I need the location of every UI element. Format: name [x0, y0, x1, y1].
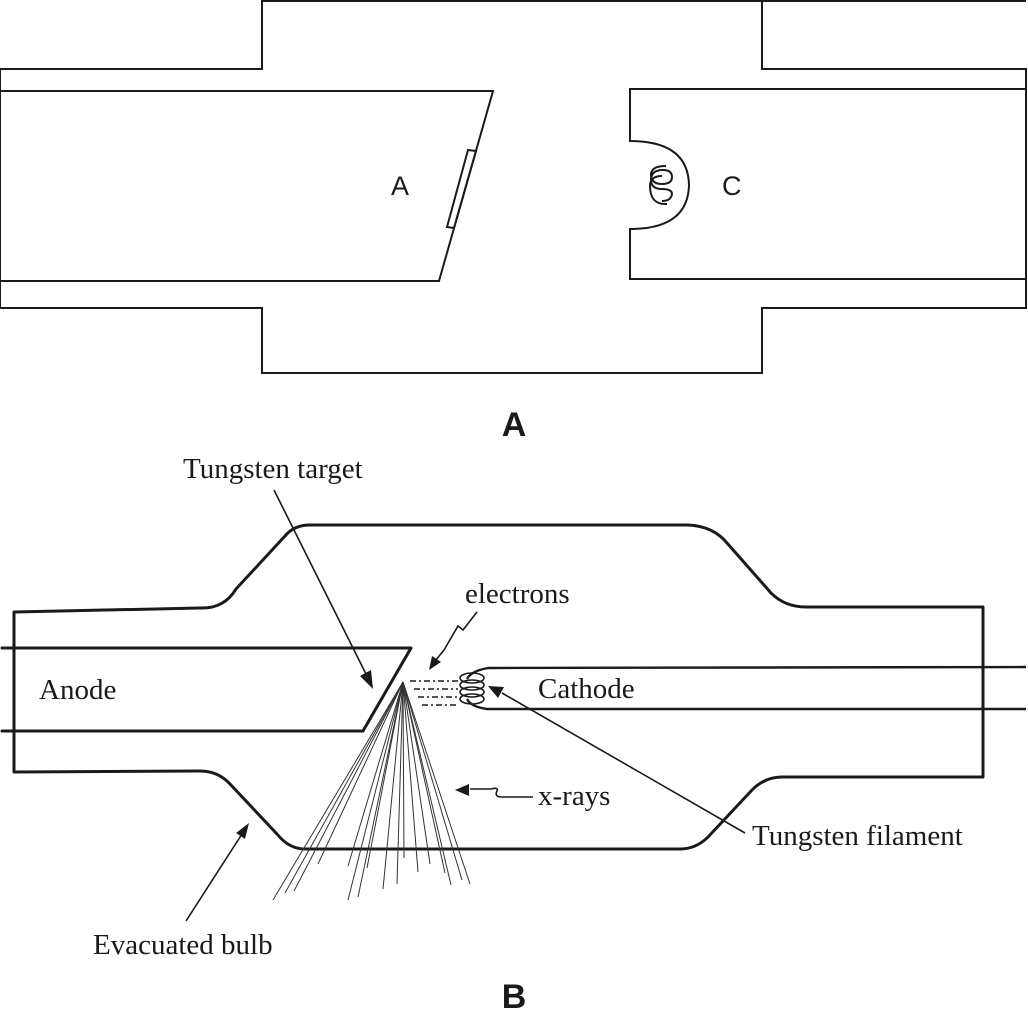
- evacuated-bulb-leader: [185, 823, 249, 922]
- x-ray-line: [347, 681, 404, 901]
- panel-a-anode-label: A: [391, 171, 409, 201]
- x-ray-line: [272, 681, 404, 901]
- x-ray-line: [402, 681, 463, 881]
- evacuated-bulb-label: Evacuated bulb: [93, 929, 273, 961]
- panel-a-anode-block: [0, 90, 495, 282]
- anode-label: Anode: [39, 674, 116, 706]
- electron-beam: [410, 680, 458, 706]
- panel-a-cathode-label: C: [722, 171, 742, 201]
- panel-a-cathode-block: [629, 88, 1026, 280]
- x-ray-line: [402, 681, 446, 874]
- tungsten-target-leader: [273, 489, 373, 689]
- x-ray-line: [317, 681, 404, 865]
- cathode-top-edge: [465, 665, 1027, 680]
- x-ray-line: [347, 681, 404, 867]
- cathode-label: Cathode: [538, 673, 635, 705]
- anode-body: [0, 646, 413, 733]
- cathode-bottom-edge: [465, 698, 1026, 711]
- panel-a: A C A: [0, 0, 1027, 444]
- x-ray-line: [357, 681, 404, 898]
- x-ray-fan: [272, 681, 471, 901]
- x-ray-line: [284, 681, 404, 894]
- x-ray-line: [293, 681, 404, 892]
- tungsten-target-label: Tungsten target: [183, 453, 363, 485]
- panel-a-filament-coil-icon: [648, 165, 674, 206]
- panel-a-envelope: [0, 0, 1027, 374]
- anode: [0, 646, 413, 733]
- x-rays-label: x-rays: [538, 780, 610, 812]
- cathode: [465, 665, 1027, 711]
- x-ray-line: [402, 681, 431, 865]
- panel-a-target-plate: [445, 148, 478, 230]
- x-rays-leader: [455, 784, 533, 798]
- x-ray-line: [396, 681, 404, 885]
- electrons-leader: [429, 611, 478, 670]
- tungsten-filament-icon: [459, 672, 485, 705]
- evacuated-bulb-outline: [12, 523, 985, 851]
- panel-b-label: B: [502, 978, 527, 1013]
- panel-a-label: A: [502, 406, 527, 444]
- panel-b: Tungsten target electrons Anode Cathode …: [0, 453, 1027, 1013]
- x-ray-line: [402, 681, 471, 885]
- tungsten-filament-label: Tungsten filament: [752, 820, 963, 852]
- x-ray-line: [402, 681, 419, 873]
- x-ray-line: [402, 681, 405, 859]
- electrons-label: electrons: [465, 578, 570, 610]
- x-ray-line: [382, 681, 404, 890]
- tungsten-filament-leader: [488, 686, 746, 834]
- x-ray-line: [402, 681, 452, 886]
